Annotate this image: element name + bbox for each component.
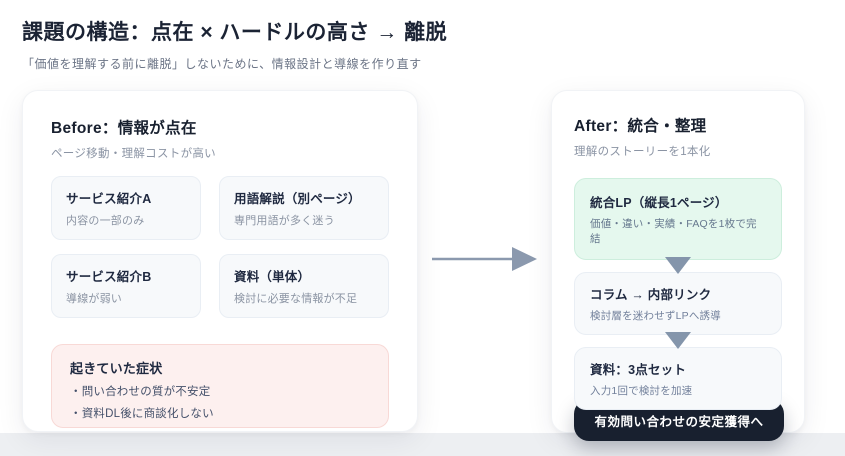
step-desc: 価値・違い・実績・FAQを1枚で完結 xyxy=(590,218,757,245)
after-step-unified-lp: 統合LP（縦長1ページ） 価値・違い・実績・FAQを1枚で完結 xyxy=(574,178,782,260)
before-card: Before：情報が点在 ページ移動・理解コストが高い サービス紹介A 内容の一… xyxy=(22,90,418,432)
before-box-document: 資料（単体） 検討に必要な情報が不足 xyxy=(219,254,389,318)
after-step-column-link: コラム → 内部リンク 検討層を迷わせずLPへ誘導 xyxy=(574,272,782,335)
box-title: 用語解説（別ページ） xyxy=(234,192,361,206)
symptoms-title: 起きていた症状 xyxy=(70,361,163,376)
after-card: After：統合・整理 理解のストーリーを1本化 統合LP（縦長1ページ） 価値… xyxy=(551,90,805,441)
before-box-service-b: サービス紹介B 導線が弱い xyxy=(51,254,201,318)
symptom-item: ・問い合わせの質が不安定 xyxy=(70,386,211,398)
step-title: 統合LP（縦長1ページ） xyxy=(590,196,728,210)
box-desc: 内容の一部のみ xyxy=(66,215,145,227)
down-arrow-icon xyxy=(665,332,691,349)
page-header: 課題の構造：点在 × ハードルの高さ → 離脱 「価値を理解する前に離脱」しない… xyxy=(22,16,822,72)
step-title: コラム → 内部リンク xyxy=(590,288,712,302)
step-title: 資料：3点セット xyxy=(590,363,687,377)
page-subtitle: 「価値を理解する前に離脱」しないために、情報設計と導線を作り直す xyxy=(22,57,422,71)
before-to-after-arrow-icon xyxy=(432,244,538,274)
after-card-title: After：統合・整理 xyxy=(574,118,707,135)
box-title: 資料（単体） xyxy=(234,270,311,284)
down-arrow-icon xyxy=(665,257,691,274)
before-boxes-grid: サービス紹介A 内容の一部のみ 用語解説（別ページ） 専門用語が多く迷う サービ… xyxy=(51,176,389,318)
step-desc: 検討層を迷わせずLPへ誘導 xyxy=(590,310,721,322)
box-title: サービス紹介B xyxy=(66,270,152,284)
box-desc: 検討に必要な情報が不足 xyxy=(234,293,358,305)
after-step-document-set: 資料：3点セット 入力1回で検討を加速 xyxy=(574,347,782,410)
symptoms-box: 起きていた症状 ・問い合わせの質が不安定 ・資料DL後に商談化しない xyxy=(51,344,389,428)
before-box-service-a: サービス紹介A 内容の一部のみ xyxy=(51,176,201,240)
symptom-item: ・資料DL後に商談化しない xyxy=(70,408,214,420)
page-title: 課題の構造：点在 × ハードルの高さ → 離脱 xyxy=(22,21,448,44)
before-box-glossary: 用語解説（別ページ） 専門用語が多く迷う xyxy=(219,176,389,240)
box-desc: 導線が弱い xyxy=(66,293,122,305)
before-card-subtitle: ページ移動・理解コストが高い xyxy=(51,148,216,160)
after-card-subtitle: 理解のストーリーを1本化 xyxy=(574,146,711,158)
box-title: サービス紹介A xyxy=(66,192,152,206)
before-card-title: Before：情報が点在 xyxy=(51,120,197,137)
step-desc: 入力1回で検討を加速 xyxy=(590,385,693,397)
box-desc: 専門用語が多く迷う xyxy=(234,215,335,227)
